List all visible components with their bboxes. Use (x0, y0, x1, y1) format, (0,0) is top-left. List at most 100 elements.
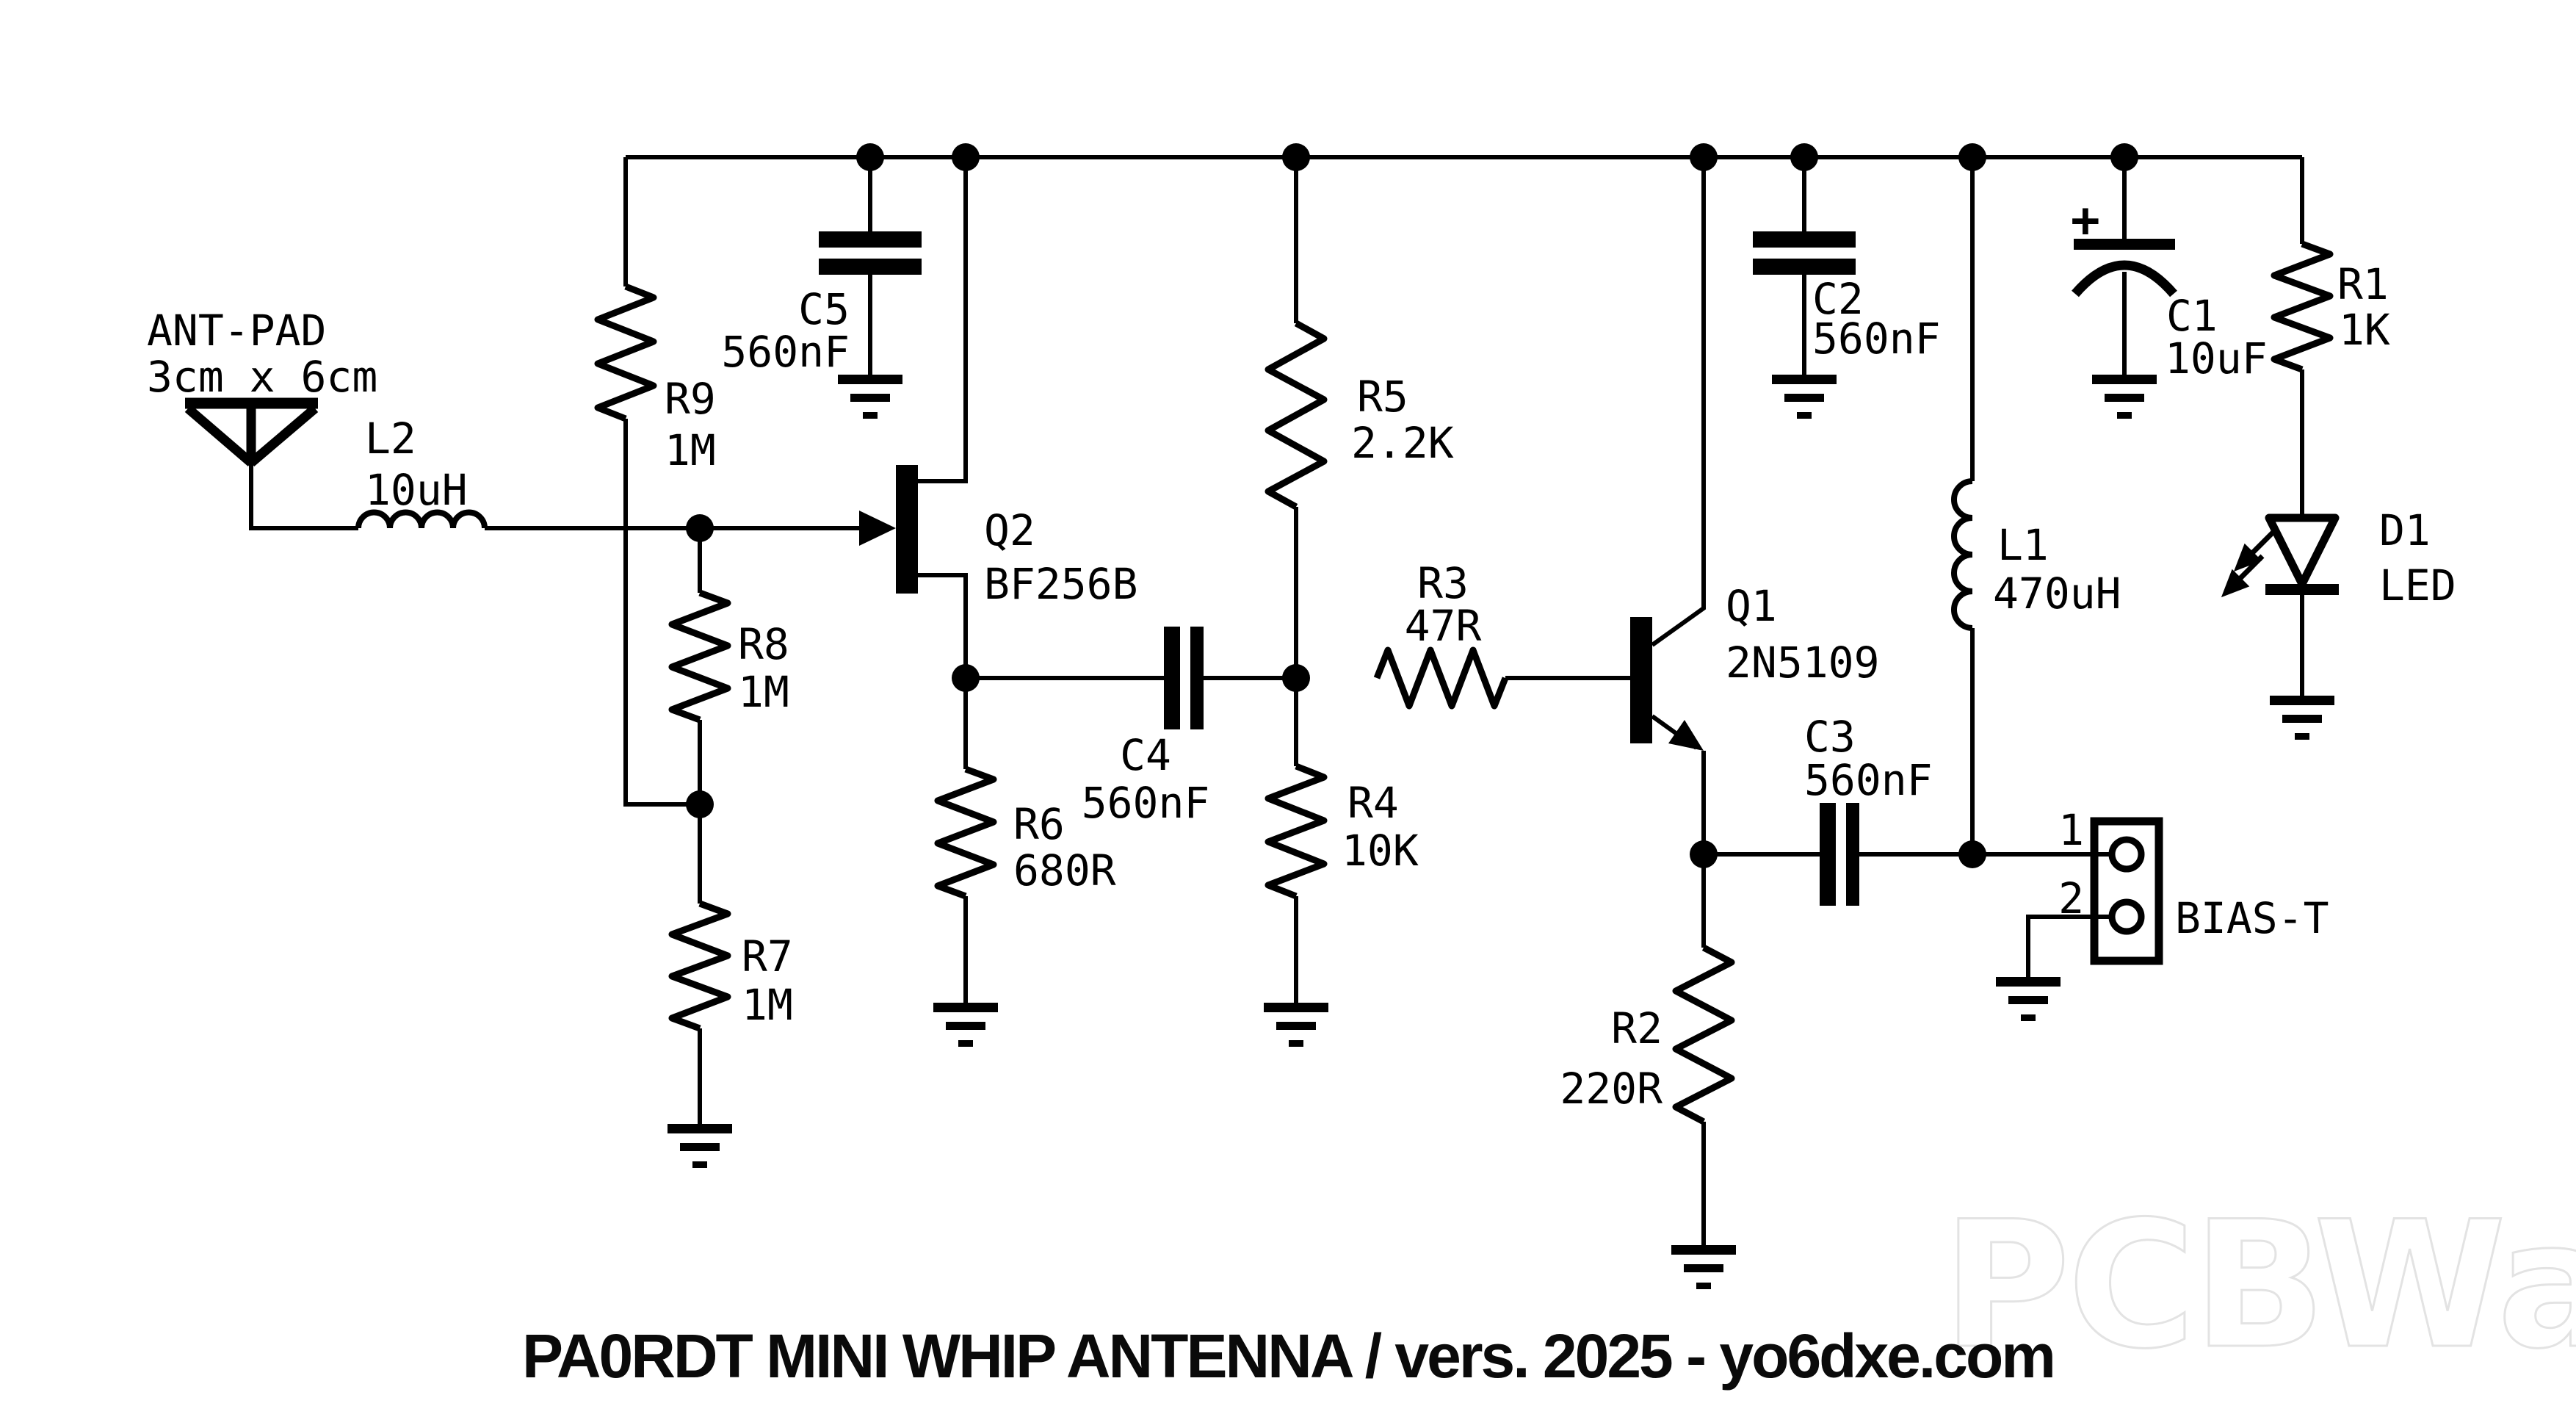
r7-value-label: 1M (742, 980, 793, 1030)
wire-biast-pin2 (2026, 915, 2112, 977)
r6-value-label: 680R (1013, 845, 1116, 895)
ground-icon (2270, 696, 2334, 740)
c4-ref-label: C4 (1120, 730, 1171, 780)
d1-ref-label: D1 (2379, 505, 2431, 555)
schematic-title: PA0RDT MINI WHIP ANTENNA / vers. 2025 - … (522, 1322, 2056, 1391)
d1-triangle (2265, 513, 2340, 588)
q1-base-bar (1630, 617, 1652, 743)
biast-body (2090, 817, 2163, 965)
junction-dot (952, 664, 980, 692)
c3-value-label: 560nF (1804, 755, 1933, 805)
r3-ref-label: R3 (1417, 558, 1469, 608)
connector-bias-t: 1 2 BIAS-T (2058, 805, 2329, 965)
junction-dots (686, 143, 2138, 868)
biast-ref-label: BIAS-T (2175, 893, 2329, 943)
r2-zigzag (1672, 945, 1735, 1125)
junction-dot (2110, 143, 2138, 171)
c2-plate (1753, 259, 1856, 275)
r1-value-label: 1K (2339, 305, 2390, 355)
d1-value-label: LED (2379, 560, 2456, 610)
r2-ref-label: R2 (1611, 1003, 1663, 1053)
r4-zigzag (1265, 762, 1328, 900)
r8-value-label: 1M (738, 667, 789, 717)
ground-icon (667, 1124, 732, 1168)
r1-zigzag (2271, 240, 2334, 373)
r5-value-label: 2.2K (1351, 418, 1454, 468)
junction-dot (1958, 840, 1986, 868)
biast-pin1-label: 1 (2058, 805, 2084, 855)
r5-zigzag (1265, 320, 1328, 510)
junction-dot (1790, 143, 1818, 171)
wire-r9-jog (623, 419, 700, 807)
l2-ref-label: L2 (365, 414, 416, 464)
resistor-labels: R9 1M R8 1M R7 1M R6 680R R5 2.2K R4 10K… (665, 259, 2390, 1114)
c5-value-label: 560nF (721, 327, 850, 377)
wire-q1-collector (1651, 157, 1706, 647)
junction-dot (1958, 143, 1986, 171)
junction-dot (952, 143, 980, 171)
r9-value-label: 1M (665, 425, 716, 475)
l2-value-label: 10uH (365, 465, 468, 515)
c1-curved-plate (2072, 260, 2177, 298)
junction-dot (1690, 840, 1718, 868)
biast-pin2-circle (2108, 898, 2145, 935)
antenna-ref-label: ANT-PAD (147, 306, 326, 356)
antenna-size-label: 3cm x 6cm (147, 352, 377, 402)
biast-pin2-label: 2 (2058, 873, 2084, 923)
q2-gate-arrow-icon (859, 511, 896, 546)
capacitor-c5: C5 560nF (721, 231, 922, 377)
resistor-symbols (594, 240, 2334, 1125)
r9-ref-label: R9 (665, 374, 716, 424)
ground-icon (1264, 1003, 1328, 1047)
l2-coil (355, 509, 488, 529)
ground-icon (1772, 375, 1837, 419)
d1-cathode-bar (2265, 584, 2339, 595)
c4-plate (1190, 627, 1204, 729)
c5-ref-label: C5 (798, 284, 850, 334)
junction-dot (686, 790, 714, 818)
r3-zigzag (1373, 646, 1509, 710)
capacitor-c4: C4 560nF (1082, 627, 1209, 828)
r7-ref-label: R7 (742, 931, 793, 981)
r5-ref-label: R5 (1357, 372, 1408, 422)
c2-value-label: 560nF (1812, 314, 1941, 364)
ground-icon (933, 1003, 998, 1047)
junction-dot (1690, 143, 1718, 171)
antenna-symbol: ANT-PAD 3cm x 6cm (147, 306, 377, 466)
wire-antenna-lead (249, 464, 358, 530)
c3-plate (1846, 803, 1859, 906)
r9-zigzag (594, 283, 657, 422)
inductor-l1: L1 470uH (1951, 478, 2121, 631)
junction-dot (1282, 664, 1310, 692)
q2-value-label: BF256B (984, 559, 1138, 609)
ground-icon (838, 375, 902, 419)
l1-coil (1951, 478, 1973, 631)
q2-channel-bar (896, 465, 918, 594)
l1-ref-label: L1 (1997, 520, 2049, 570)
q1-emitter-arrow-icon (1668, 720, 1704, 751)
c1-ref-label: C1 (2166, 291, 2218, 341)
q1-ref-label: Q1 (1726, 581, 1777, 631)
r8-zigzag (668, 589, 731, 724)
junction-dot (856, 143, 884, 171)
q2-ref-label: Q2 (984, 505, 1035, 555)
r3-value-label: 47R (1405, 601, 1482, 651)
wires (249, 155, 2304, 1245)
ground-icon (1996, 977, 2061, 1021)
r6-ref-label: R6 (1013, 799, 1065, 849)
inductor-l2: L2 10uH (355, 414, 488, 529)
l1-value-label: 470uH (1993, 569, 2121, 619)
wire-q2-drain (917, 157, 968, 483)
r4-value-label: 10K (1342, 826, 1419, 876)
c1-value-label: 10uF (2165, 333, 2268, 383)
ground-icon (2092, 375, 2157, 419)
c3-plate (1820, 803, 1836, 906)
c2-plate (1753, 231, 1856, 248)
transistor-q2: Q2 BF256B (859, 465, 1138, 609)
c4-plate (1164, 627, 1180, 729)
c5-plate (819, 231, 922, 248)
r6-zigzag (934, 765, 997, 900)
c5-plate (819, 259, 922, 275)
c2-ref-label: C2 (1812, 274, 1864, 324)
